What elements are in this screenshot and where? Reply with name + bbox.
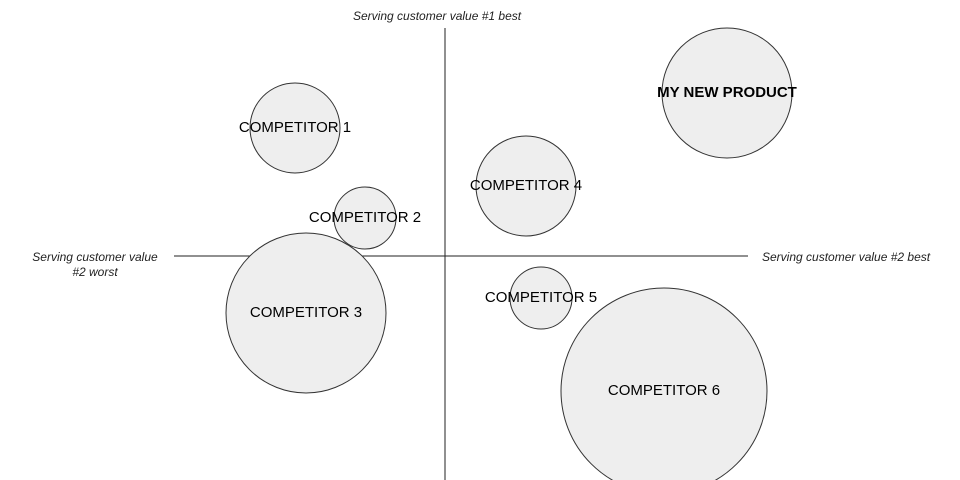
competitor-4-bubble: COMPETITOR 4 (470, 135, 582, 237)
competitor-5-bubble: COMPETITOR 5 (485, 266, 597, 330)
left-axis-label: Serving customer value #2 worst (32, 250, 158, 279)
competitor-6-label: COMPETITOR 6 (608, 382, 720, 399)
competitor-1-label: COMPETITOR 1 (239, 119, 351, 136)
competitor-1-bubble: COMPETITOR 1 (239, 82, 351, 174)
competitor-2-bubble: COMPETITOR 2 (309, 186, 421, 250)
competitor-3-circle (225, 232, 387, 394)
competitor-2-circle (333, 186, 397, 250)
competitor-1-circle (249, 82, 341, 174)
competitor-4-circle (475, 135, 577, 237)
my-new-product-circle (661, 27, 793, 159)
my-new-product-bubble: MY NEW PRODUCT (657, 27, 797, 159)
competitor-2-label: COMPETITOR 2 (309, 209, 421, 226)
competitor-4-label: COMPETITOR 4 (470, 177, 582, 194)
right-axis-label: Serving customer value #2 best (762, 250, 931, 264)
my-new-product-label: MY NEW PRODUCT (657, 84, 797, 101)
competitor-5-label: COMPETITOR 5 (485, 289, 597, 306)
top-axis-label: Serving customer value #1 best (353, 9, 522, 23)
competitor-6-bubble: COMPETITOR 6 (560, 287, 768, 480)
competitor-6-circle (560, 287, 768, 480)
competitor-3-bubble: COMPETITOR 3 (225, 232, 387, 394)
competitor-5-circle (509, 266, 573, 330)
competitor-3-label: COMPETITOR 3 (250, 304, 362, 321)
bubble-layer: COMPETITOR 1 COMPETITOR 2 COMPETITOR 3 COMP… (225, 27, 797, 480)
